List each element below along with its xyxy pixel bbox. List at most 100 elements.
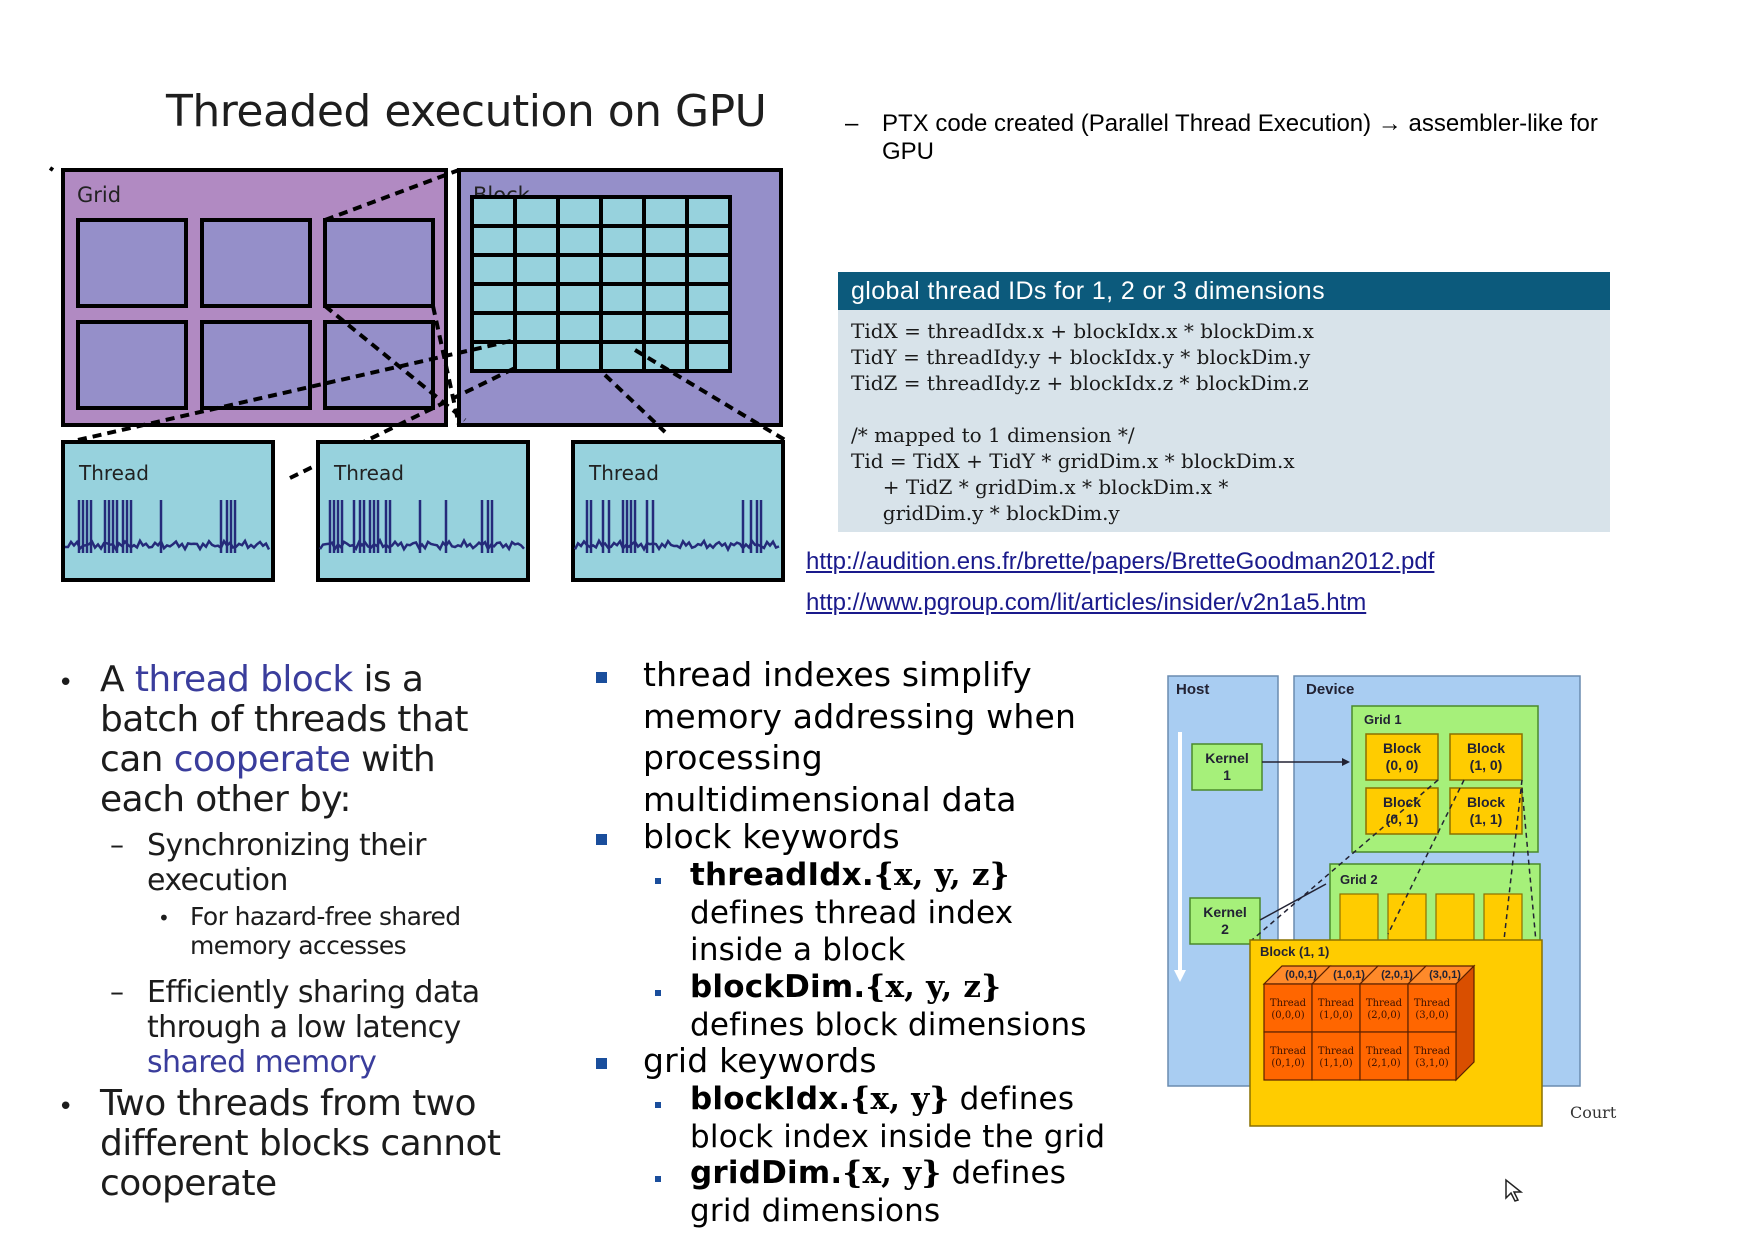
kernel-1 xyxy=(1191,743,1263,791)
text-span: each other by: xyxy=(100,779,351,820)
thread-cell-label: Thread xyxy=(1318,1046,1355,1057)
block-thread-cell xyxy=(599,195,646,228)
block-thread-cell xyxy=(685,282,732,315)
thread-cell xyxy=(1407,983,1457,1033)
block-thread-cell xyxy=(513,340,560,373)
link-pgroup-article[interactable]: http://www.pgroup.com/lit/articles/insid… xyxy=(806,589,1367,616)
block-index: (1, 0) xyxy=(1470,757,1503,773)
block-thread-cell xyxy=(556,340,603,373)
sub-bullet-synchronizing: Synchronizing their execution xyxy=(147,828,426,898)
thread-cell-label: Thread xyxy=(1414,1046,1451,1057)
block-thread-cell xyxy=(685,224,732,257)
cuda-host-device-diagram: Host Device Kernel 1 Grid 1 Block (0, 0)… xyxy=(1167,675,1617,1127)
formula-header: global thread IDs for 1, 2 or 3 dimensio… xyxy=(838,272,1610,310)
thread-cell-label: Thread xyxy=(1318,998,1355,1009)
term-thread-block: thread block xyxy=(134,659,353,700)
bullet-grid-keywords: grid keywords xyxy=(643,1041,877,1080)
bullet-dot: • xyxy=(58,1092,73,1122)
host-label: Host xyxy=(1176,681,1209,698)
block-thread-cell xyxy=(513,195,560,228)
thread-block-definition: A thread block is a batch of threads tha… xyxy=(100,659,469,820)
keyword-threadidx: threadIdx.{x, y, z} defines thread index… xyxy=(690,857,1013,970)
keyword-name: threadIdx. xyxy=(690,857,874,893)
thread-cell-index: (0,1,0) xyxy=(1271,1058,1304,1069)
thread-cell xyxy=(1263,1031,1313,1081)
bullet-dot: • xyxy=(158,906,170,930)
block-thread-cell xyxy=(470,224,517,257)
square-bullet-small xyxy=(655,990,661,996)
kernel-label: Kernel xyxy=(1205,750,1249,766)
block-thread-cell xyxy=(642,311,689,344)
grid-cell xyxy=(76,218,188,308)
text-span: through a low latency xyxy=(147,1010,461,1045)
block-thread-cell xyxy=(599,282,646,315)
block-index: (1, 1) xyxy=(1470,811,1503,827)
text-span: multidimensional data xyxy=(643,779,1017,819)
keyword-fields: {x, y} xyxy=(842,1155,942,1191)
square-bullet-small xyxy=(655,878,661,884)
block-cell-grid xyxy=(470,195,732,373)
block-thread-cell xyxy=(470,195,517,228)
keyword-name: blockDim. xyxy=(690,969,866,1005)
grid-2-label: Grid 2 xyxy=(1340,872,1378,887)
square-bullet xyxy=(596,834,607,845)
link-brette-goodman[interactable]: http://audition.ens.fr/brette/papers/Bre… xyxy=(806,548,1435,575)
block-thread-cell xyxy=(513,311,560,344)
grid-block-thread-diagram: Grid Block Thread Thread Thread xyxy=(48,166,787,582)
thread-top-index: (2,0,1) xyxy=(1381,969,1413,981)
device-label: Device xyxy=(1306,681,1354,698)
block-thread-cell xyxy=(599,224,646,257)
kernel-label: Kernel xyxy=(1203,904,1247,920)
grid-cell xyxy=(200,218,312,308)
text-span: memory accesses xyxy=(190,931,407,960)
grid-cell xyxy=(200,320,312,410)
keyword-fields: {x, y} xyxy=(850,1081,950,1117)
term-cooperate: cooperate xyxy=(173,739,351,780)
text-span: execution xyxy=(147,863,288,898)
bullet-thread-indexes: thread indexes simplify memory addressin… xyxy=(643,654,1076,820)
text-span: Synchronizing their xyxy=(147,828,426,863)
block-thread-cell xyxy=(470,311,517,344)
bullet-dot: • xyxy=(58,668,73,698)
grid-1-blocks: Block (0, 0) Block (1, 0) Block (0, 1) B… xyxy=(1365,733,1523,835)
text-span: processing xyxy=(643,738,823,777)
bullet-block-keywords: block keywords xyxy=(643,817,900,856)
square-bullet-small xyxy=(655,1176,661,1182)
grid-block xyxy=(1365,733,1439,781)
formula-code: TidX = threadIdx.x + blockIdx.x * blockD… xyxy=(851,319,1314,525)
thread-cell xyxy=(1407,1031,1457,1081)
thread-cell-label: Thread xyxy=(1270,1046,1307,1057)
block-thread-cell xyxy=(685,340,732,373)
thread-boxes: Thread Thread Thread xyxy=(61,440,785,582)
text-span: A xyxy=(100,659,135,700)
square-bullet xyxy=(596,1058,607,1069)
keyword-name: blockIdx. xyxy=(690,1081,851,1117)
page-title: Threaded execution on GPU xyxy=(166,86,767,137)
thread-top-index: (1,0,1) xyxy=(1333,969,1365,981)
grid-label: Grid xyxy=(77,183,121,207)
text-span: Two threads from two xyxy=(100,1083,477,1124)
thread-cell xyxy=(1263,983,1313,1033)
block-thread-cell xyxy=(642,282,689,315)
keyword-griddim: gridDim.{x, y} defines grid dimensions xyxy=(690,1155,1066,1230)
text-span: defines xyxy=(949,1081,1075,1117)
sub-bullet-sharing: Efficiently sharing data through a low l… xyxy=(147,975,480,1080)
thread-cell-index: (1,1,0) xyxy=(1319,1058,1352,1069)
block-label: Block xyxy=(1383,740,1421,756)
block-thread-cell xyxy=(685,253,732,286)
block-index: (0, 0) xyxy=(1386,757,1419,773)
thread-label: Thread xyxy=(333,461,404,485)
thread-cell-index: (0,0,0) xyxy=(1271,1010,1304,1021)
thread-cell xyxy=(1311,1031,1361,1081)
block-thread-cell xyxy=(556,224,603,257)
text-span: batch of threads that xyxy=(100,699,469,740)
text-span: defines block dimensions xyxy=(690,1006,1087,1043)
thread-cell-label: Thread xyxy=(1414,998,1451,1009)
grid-1-label: Grid 1 xyxy=(1364,712,1402,727)
grid-cell xyxy=(323,218,435,308)
thread-cell-label: Thread xyxy=(1366,998,1403,1009)
mouse-cursor-icon xyxy=(1505,1178,1524,1202)
thread-top-index: (3,0,1) xyxy=(1429,969,1461,981)
dash-bullet: – xyxy=(110,828,124,861)
block-thread-cell xyxy=(556,282,603,315)
